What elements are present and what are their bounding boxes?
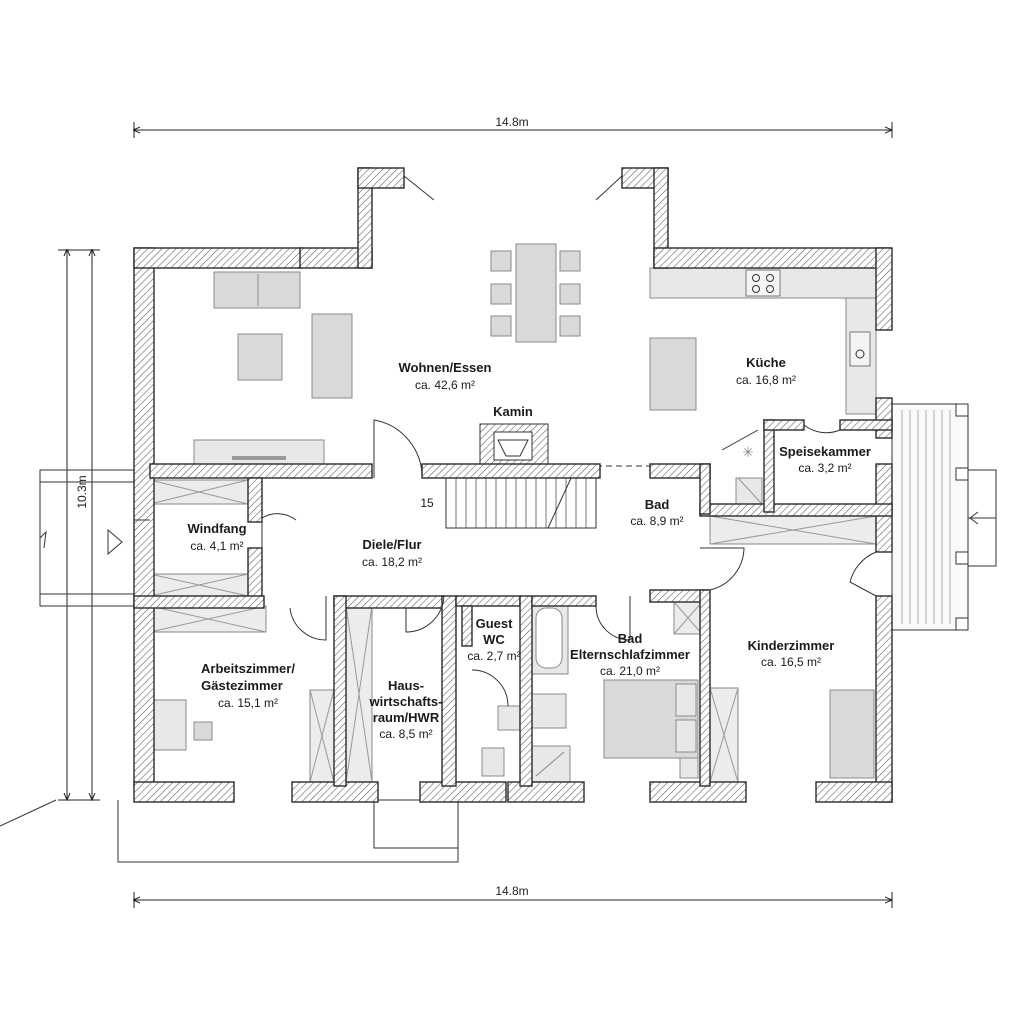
room-speisekammer-area: ca. 3,2 m² <box>798 461 851 475</box>
room-speisekammer-name: Speisekammer <box>779 444 871 459</box>
room-kinder-name: Kinderzimmer <box>748 638 835 653</box>
room-wohnen-name: Wohnen/Essen <box>399 360 492 375</box>
room-arbeits-name-2: Gästezimmer <box>201 678 283 693</box>
room-kueche-area: ca. 16,8 m² <box>736 373 796 387</box>
kitchen-island <box>649 337 697 411</box>
wc-sink <box>497 705 521 731</box>
dining-table <box>515 243 557 343</box>
room-labels: Wohnen/Essen ca. 42,6 m² Küche ca. 16,8 … <box>187 355 870 741</box>
sofa-top <box>213 271 301 309</box>
chair <box>193 721 213 741</box>
wall-south <box>133 781 235 803</box>
doors <box>134 175 877 707</box>
room-eltern-name-2: Elternschlafzimmer <box>570 647 690 662</box>
wc-toilet <box>481 747 505 777</box>
sideboard <box>193 439 325 465</box>
dimension-top: 14.8m <box>134 115 892 138</box>
dimension-top-label: 14.8m <box>495 115 528 129</box>
room-windfang-name: Windfang <box>187 521 246 536</box>
svg-text:✳: ✳ <box>742 445 754 461</box>
room-arbeits-area: ca. 15,1 m² <box>218 696 278 710</box>
room-guestwc-name-1: Guest <box>476 616 514 631</box>
room-windfang-area: ca. 4,1 m² <box>190 539 243 553</box>
staircase <box>445 475 597 529</box>
entrance-step <box>39 469 135 607</box>
dimension-bottom-label: 14.8m <box>495 884 528 898</box>
single-bed <box>829 689 875 779</box>
room-kamin-name: Kamin <box>493 404 533 419</box>
walls <box>133 167 893 803</box>
room-eltern-area: ca. 21,0 m² <box>600 664 660 678</box>
outline-bottom <box>0 799 459 863</box>
sofa-right <box>311 313 353 399</box>
coffee-table <box>237 333 283 381</box>
room-kueche-name: Küche <box>746 355 786 370</box>
room-wohnen-area: ca. 42,6 m² <box>415 378 475 392</box>
room-guestwc-name-2: WC <box>483 632 505 647</box>
room-arbeits-name-1: Arbeitszimmer/ <box>201 661 295 676</box>
room-eltern-name-1: Bad <box>618 631 643 646</box>
room-guestwc-area: ca. 2,7 m² <box>467 649 520 663</box>
wall-west <box>133 247 155 787</box>
room-hwr-name-3: raum/HWR <box>373 710 440 725</box>
room-kinder-area: ca. 16,5 m² <box>761 655 821 669</box>
room-hwr-area: ca. 8,5 m² <box>379 727 432 741</box>
bath-sink <box>531 693 567 729</box>
room-bad-area: ca. 8,9 m² <box>630 514 683 528</box>
room-bad-name: Bad <box>645 497 670 512</box>
room-hwr-name-2: wirtschafts- <box>369 694 443 709</box>
stair-step-count: 15 <box>420 496 434 510</box>
room-diele-area: ca. 18,2 m² <box>362 555 422 569</box>
dimension-left: 10.3m <box>58 250 100 800</box>
room-hwr-name-1: Haus- <box>388 678 424 693</box>
dimension-bottom: 14.8m <box>134 884 892 908</box>
furniture: ✳ <box>149 243 877 783</box>
wall-east <box>875 595 893 803</box>
desk <box>151 699 187 751</box>
room-diele-name: Diele/Flur <box>362 537 421 552</box>
door-living <box>373 419 423 479</box>
terrace <box>891 403 997 631</box>
dimension-left-label: 10.3m <box>75 475 89 508</box>
